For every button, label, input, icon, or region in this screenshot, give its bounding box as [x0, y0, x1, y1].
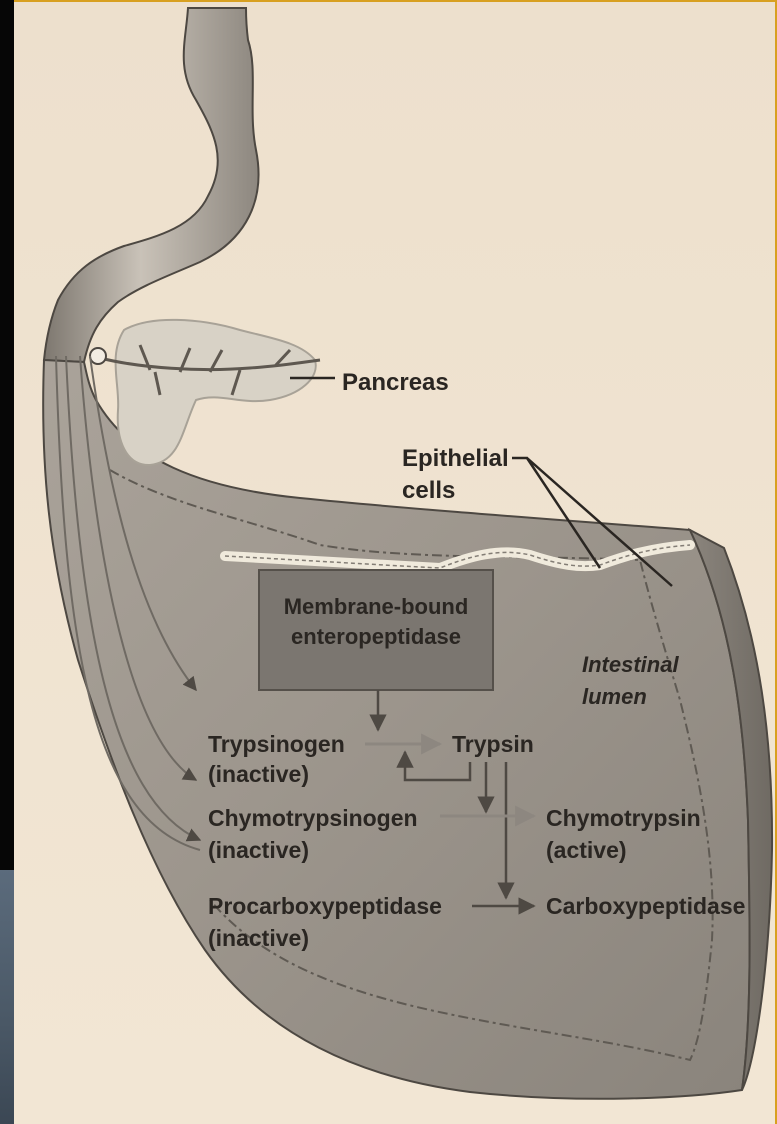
enteropeptidase-label-line1: Membrane-bound: [284, 594, 469, 619]
background-blue-panel: [0, 870, 14, 1124]
procarboxypeptidase-state: (inactive): [208, 925, 309, 951]
chymotrypsin-label: Chymotrypsin: [546, 805, 701, 831]
carboxypeptidase-label: Carboxypeptidase: [546, 893, 745, 919]
trypsin-label: Trypsin: [452, 731, 534, 757]
epithelial-label-line1: Epithelial: [402, 445, 509, 472]
chymotrypsinogen-label: Chymotrypsinogen: [208, 805, 418, 831]
chymotrypsin-state: (active): [546, 837, 627, 863]
ampulla: [90, 348, 106, 364]
chymotrypsinogen-state: (inactive): [208, 837, 309, 863]
lumen-label-line2: lumen: [582, 684, 647, 709]
enteropeptidase-label-line2: enteropeptidase: [291, 624, 461, 649]
pancreas-label: Pancreas: [342, 369, 449, 396]
epithelial-label-line2: cells: [402, 477, 455, 504]
trypsinogen-state: (inactive): [208, 761, 309, 787]
pancreatic-zymogen-activation-diagram: Pancreas Epithelial cells Membrane-bound…: [14, 2, 775, 1124]
lumen-label-line1: Intestinal: [582, 652, 679, 677]
procarboxypeptidase-label: Procarboxypeptidase: [208, 893, 442, 919]
trypsinogen-label: Trypsinogen: [208, 731, 345, 757]
